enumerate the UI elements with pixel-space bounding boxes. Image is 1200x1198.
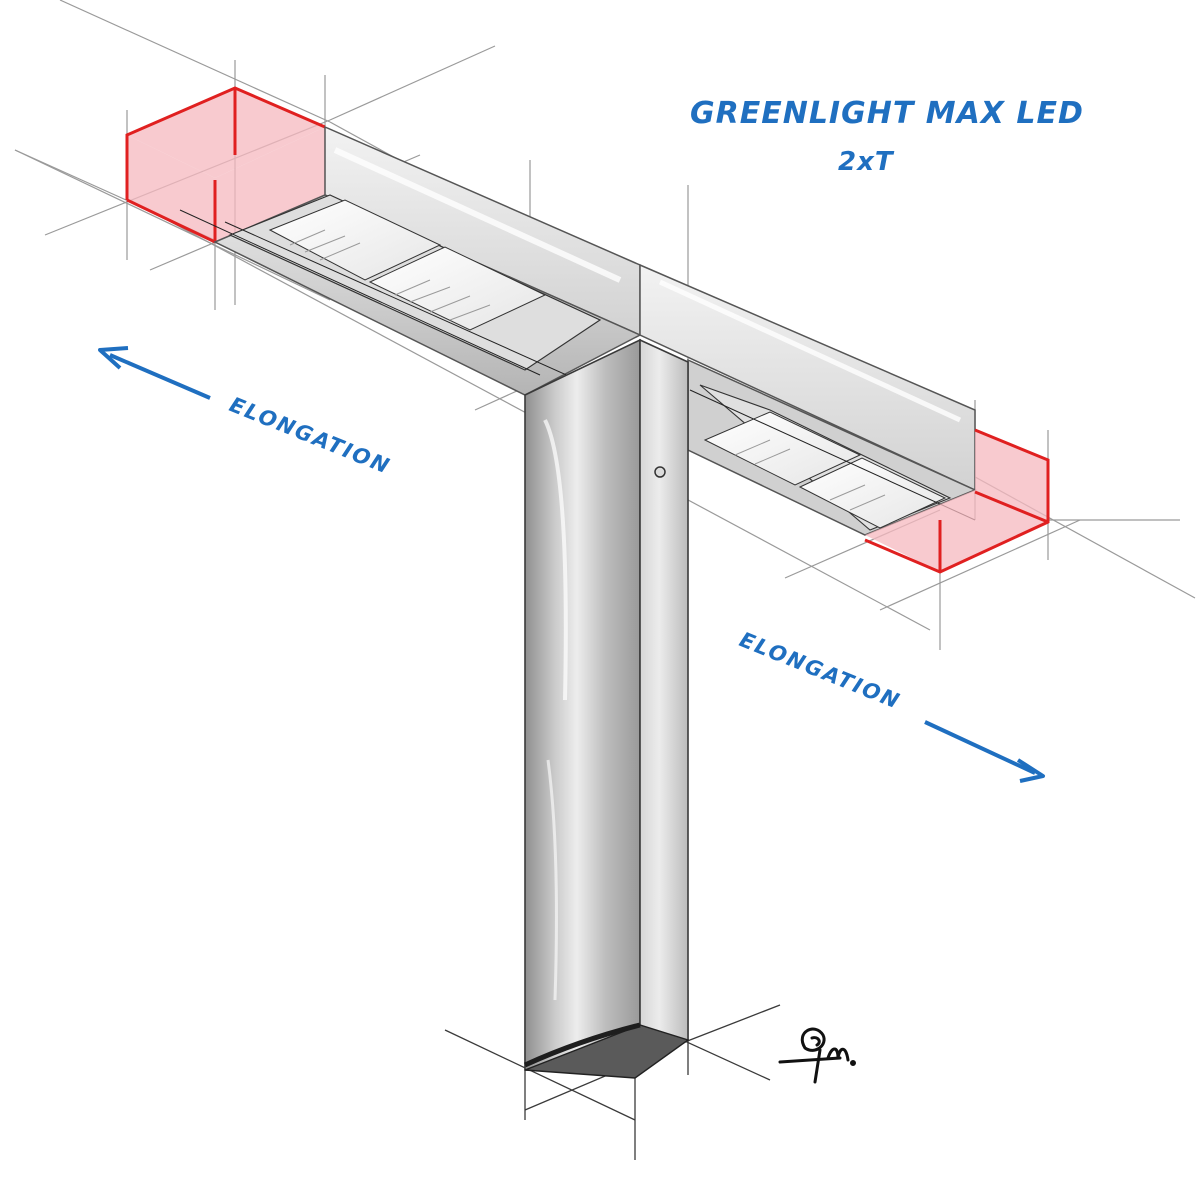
diagram-title: GREENLIGHT MAX LED xyxy=(690,96,1084,131)
artist-signature-icon xyxy=(778,1027,856,1084)
luminaire-arm-left xyxy=(179,125,642,396)
elongation-label-left: ELONGATION xyxy=(226,392,394,478)
arrow-up-left-icon xyxy=(98,346,211,400)
arrow-down-right-icon xyxy=(924,720,1045,783)
screw-icon xyxy=(654,466,666,478)
luminaire-arm-right xyxy=(639,263,977,536)
elongation-label-right: ELONGATION xyxy=(736,627,904,713)
left-extension-box xyxy=(125,86,326,244)
diagram-subtitle: 2xT xyxy=(838,147,895,177)
pole xyxy=(523,338,690,1079)
right-extension-box xyxy=(864,428,1050,574)
